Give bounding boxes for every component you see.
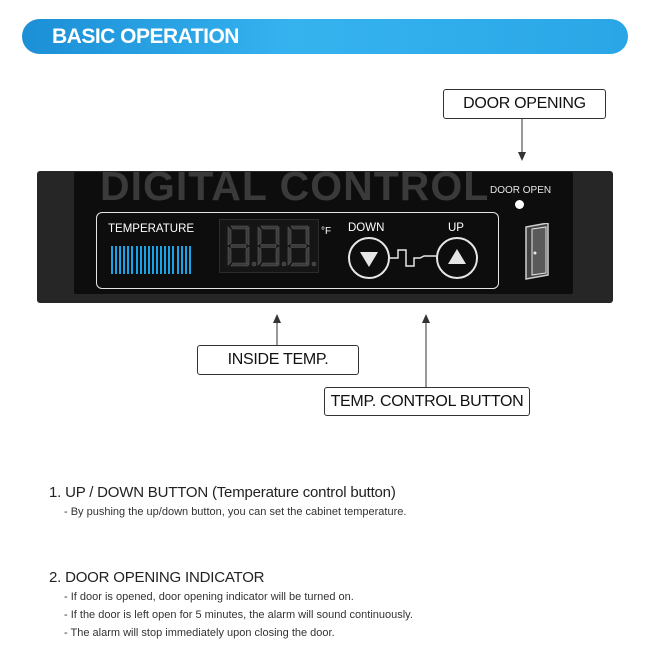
down-button[interactable] [348,237,390,279]
seven-segment-digits [227,225,317,267]
temperature-label: TEMPERATURE [108,223,195,235]
door-open-led-icon [515,200,524,209]
up-triangle-icon [448,249,466,264]
temperature-display [219,219,319,273]
inside-temp-arrow [273,314,281,345]
down-label: DOWN [348,222,385,234]
temperature-bar-graph [111,246,191,274]
section-item: - If door is opened, door opening indica… [64,591,354,603]
section-item: - If the door is left open for 5 minutes… [64,609,413,621]
panel-brand-text: DIGITAL CONTROL [100,163,490,209]
up-button[interactable] [436,237,478,279]
door-icon [525,223,549,280]
section-heading-door: 2. DOOR OPENING INDICATOR [49,569,265,586]
control-box [96,212,499,289]
unit-label: °F [321,226,332,237]
section-item: - By pushing the up/down button, you can… [64,506,407,518]
page-title: BASIC OPERATION [52,25,239,48]
temp-control-arrow [422,314,430,387]
door-opening-arrow [518,118,526,161]
temp-control-callout: TEMP. CONTROL BUTTON [324,387,530,416]
section-heading-up-down: 1. UP / DOWN BUTTON (Temperature control… [49,484,396,501]
up-label: UP [448,222,464,234]
connector-symbol [388,249,436,267]
section-item: - The alarm will stop immediately upon c… [64,627,335,639]
down-triangle-icon [360,252,378,267]
inside-temp-callout: INSIDE TEMP. [197,345,359,375]
door-opening-callout: DOOR OPENING [443,89,606,119]
door-open-label: DOOR OPEN [490,185,552,196]
section-banner: BASIC OPERATION [22,19,628,54]
